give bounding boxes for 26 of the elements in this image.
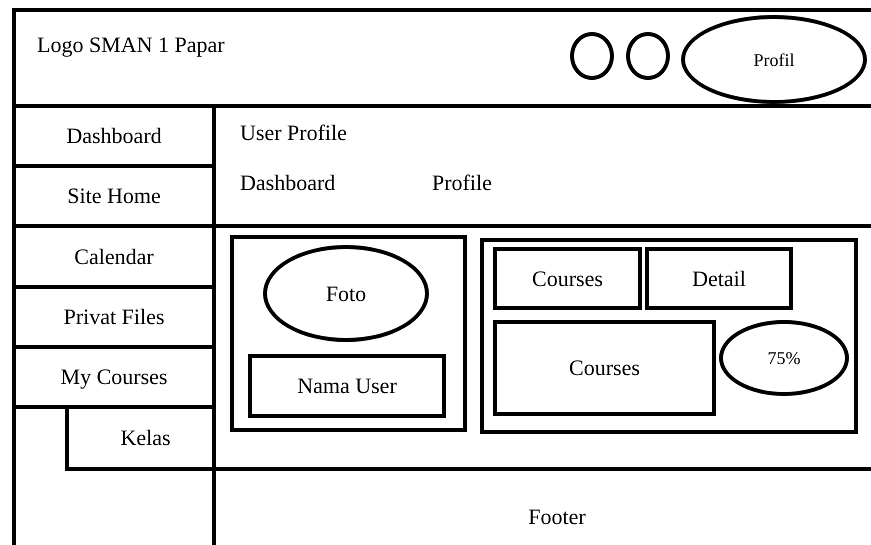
label-text: Nama User bbox=[297, 375, 397, 397]
label-text: Privat Files bbox=[64, 306, 164, 328]
tab-box bbox=[493, 247, 642, 310]
label-text: Dashboard bbox=[66, 125, 162, 147]
label-text: Detail bbox=[692, 268, 746, 290]
label-text: Calendar bbox=[74, 246, 154, 268]
profile-card bbox=[230, 235, 467, 432]
label-text: Courses bbox=[532, 268, 603, 290]
label-text: Footer bbox=[528, 506, 586, 528]
tab-box bbox=[645, 247, 793, 310]
circle-button bbox=[570, 32, 614, 80]
label-text: My Courses bbox=[60, 366, 168, 388]
label-text: 75% bbox=[768, 349, 800, 367]
circle-button bbox=[626, 32, 670, 80]
name-box bbox=[248, 354, 446, 418]
header-text: Logo SMAN 1 Papar bbox=[37, 34, 225, 56]
label-text: Courses bbox=[569, 357, 640, 379]
courses-box bbox=[493, 320, 716, 416]
label-text: Site Home bbox=[67, 185, 161, 207]
breadcrumb-text: Profile bbox=[432, 172, 492, 194]
label-text: Profil bbox=[753, 50, 794, 68]
breadcrumb-text: Dashboard bbox=[240, 172, 336, 194]
label-text: Kelas bbox=[120, 427, 171, 449]
breadcrumb-text: User Profile bbox=[240, 122, 347, 144]
courses-card bbox=[480, 238, 858, 434]
label-text: Foto bbox=[326, 282, 366, 304]
